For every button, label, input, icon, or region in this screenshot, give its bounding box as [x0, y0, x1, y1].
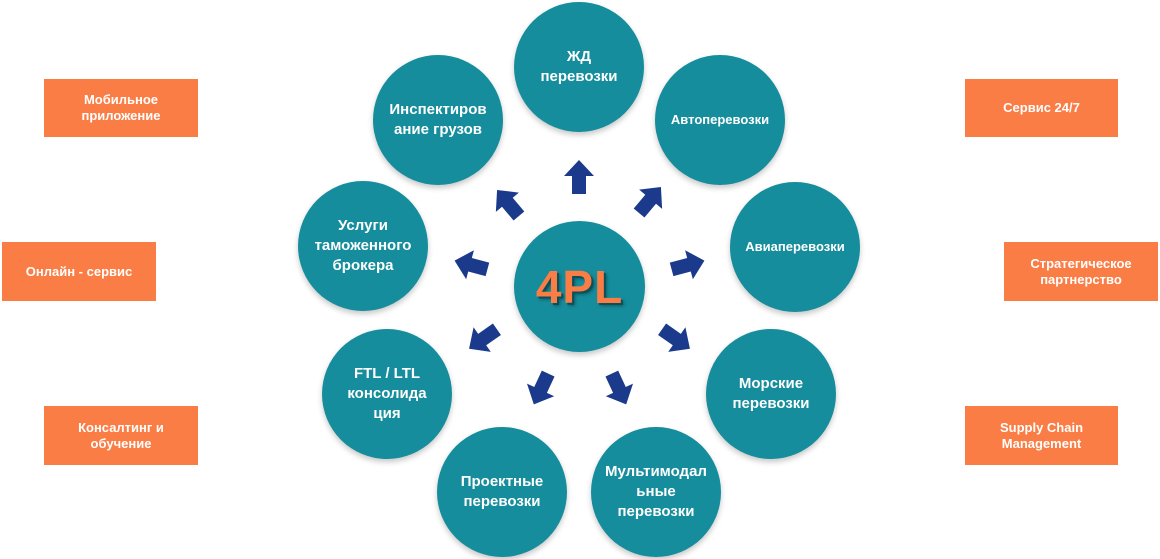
circle-ftl-ltl-consolidation: FTL / LTL консолида ция	[322, 329, 452, 459]
arrow-to-customs	[450, 246, 492, 284]
arrow-to-project	[520, 367, 562, 411]
arrow-to-ftl-ltl	[460, 316, 506, 362]
circle-project-transport: Проектные перевозки	[437, 427, 567, 557]
arrow-to-rail	[564, 160, 594, 194]
box-consulting: Консалтинг и обучение	[44, 406, 198, 465]
box-service-24-7: Сервис 24/7	[965, 79, 1118, 137]
circle-air-transport: Авиаперевозки	[730, 182, 860, 312]
circle-sea-transport: Морские перевозки	[706, 329, 836, 459]
center-4pl-circle: 4PL	[514, 221, 645, 352]
circle-customs-broker: Услуги таможенного брокера	[298, 181, 428, 311]
arrow-to-sea	[653, 316, 699, 362]
circle-cargo-inspection: Инспектиров ание грузов	[373, 55, 503, 185]
arrow-to-multimodal	[598, 367, 640, 411]
circle-auto-transport: Автоперевозки	[655, 55, 785, 185]
arrow-to-auto	[627, 177, 673, 223]
box-supply-chain-management: Supply Chain Management	[965, 406, 1118, 465]
box-mobile-app: Мобильное приложение	[44, 79, 198, 137]
box-online-service: Онлайн - сервис	[2, 242, 156, 301]
center-4pl-label: 4PL	[535, 260, 624, 313]
arrow-to-air	[667, 246, 709, 284]
box-strategic-partnership: Стратегическое партнерство	[1004, 242, 1158, 301]
circle-rail-transport: ЖД перевозки	[514, 2, 644, 132]
circle-multimodal-transport: Мультимодал ьные перевозки	[591, 427, 721, 557]
arrow-to-inspection	[485, 180, 531, 226]
